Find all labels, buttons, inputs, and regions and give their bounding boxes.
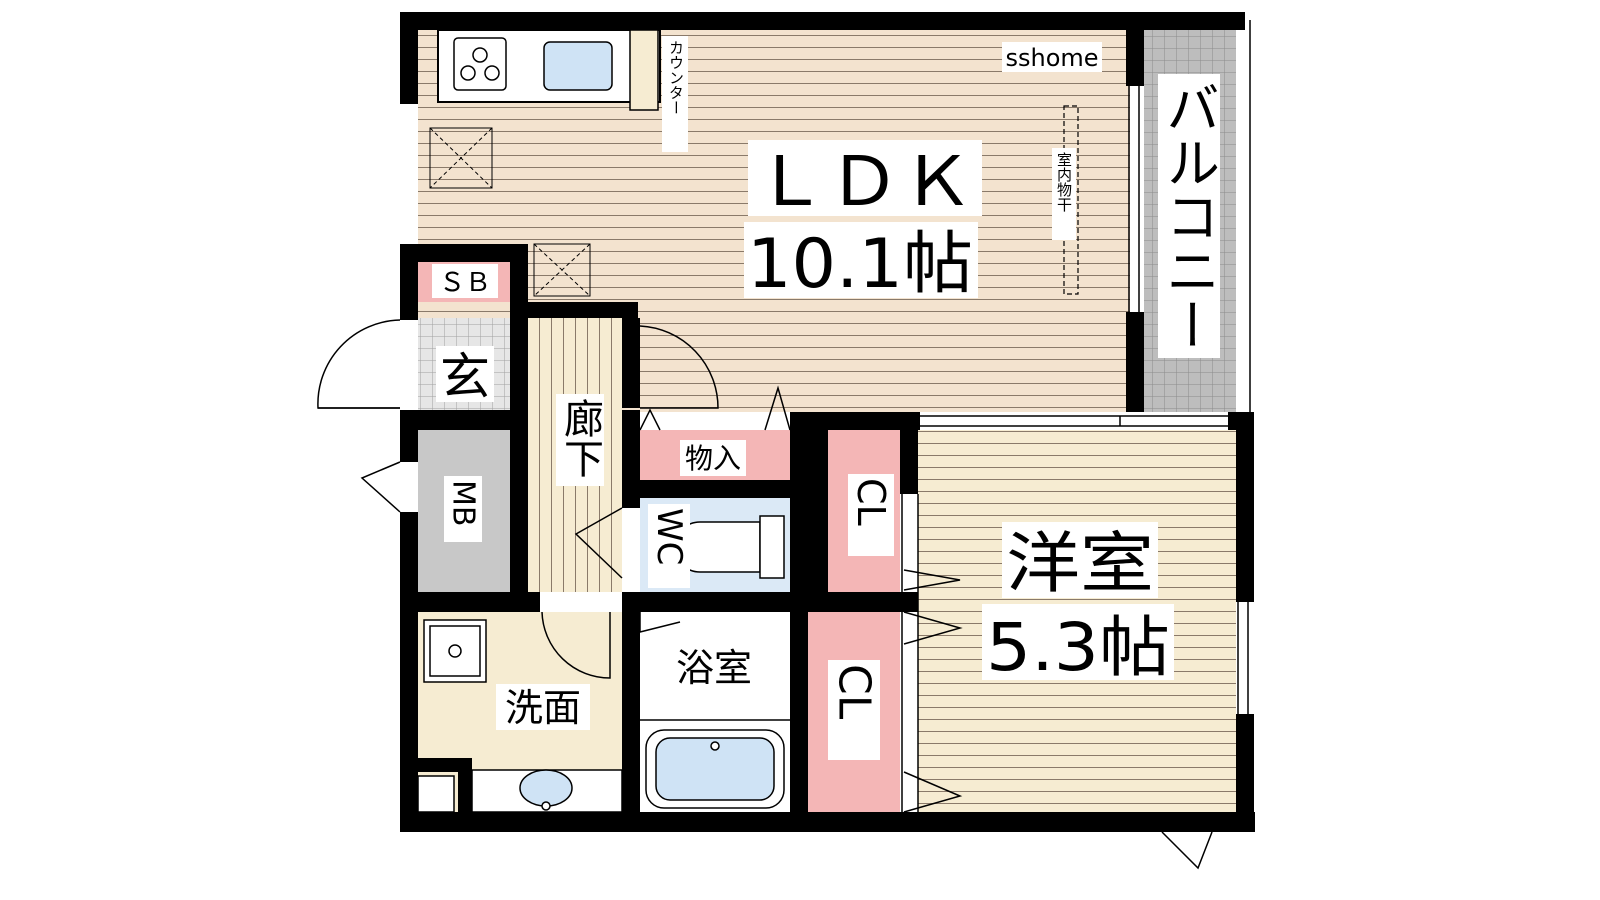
indoor-drying-label: 室内物干 (1055, 152, 1073, 212)
ventilation-marks (429, 127, 591, 297)
doors (317, 319, 1213, 870)
wash-basin (471, 769, 623, 813)
indoor-drying-rail (1063, 105, 1079, 295)
partition-lines (640, 494, 919, 812)
entrance-label: 玄 (440, 348, 490, 406)
bathroom-label: 浴室 (676, 646, 752, 690)
storage-label: 物入 (685, 442, 741, 475)
bath-tub (645, 729, 785, 809)
washroom-label: 洗面 (505, 686, 581, 730)
counter-label: カウンター (667, 40, 685, 115)
toilet-label: WC (649, 508, 689, 565)
walls (400, 12, 1255, 832)
ldk-size: 10.1帖 (747, 225, 973, 304)
closet-upper-label: CL (849, 478, 893, 526)
western-name: 洋室 (1006, 525, 1154, 602)
shoe-box-label: ＳＢ (439, 268, 491, 298)
hallway-label: 廊下 (557, 398, 603, 478)
watermark: sshome (1005, 44, 1098, 72)
closet-lower-label: CL (829, 664, 880, 720)
kitchen-counter (437, 29, 661, 111)
toilet-fixture (674, 515, 785, 579)
washing-machine-space (423, 619, 487, 683)
ldk-name: ＬＤＫ (754, 143, 974, 222)
meter-box-label: MB (446, 480, 481, 526)
western-size: 5.3帖 (986, 609, 1170, 686)
pipe-shaft (417, 775, 455, 813)
windows (920, 20, 1251, 714)
balcony-name: バルコニー (1157, 80, 1220, 352)
